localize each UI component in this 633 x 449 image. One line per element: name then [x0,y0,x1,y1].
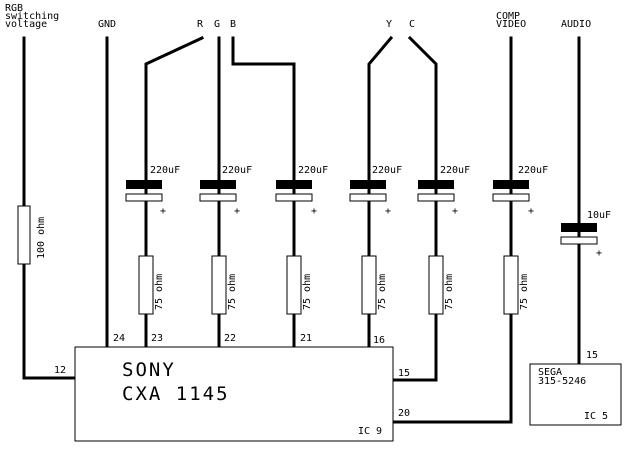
resistor-c-75ohm-label: 75 ohm [444,274,455,310]
comp-video-label-line1: COMP [496,11,520,22]
capacitor-audio-value: 10uF [587,210,611,221]
capacitor-r-plus: + [160,206,166,217]
wires [22,35,581,424]
y-label: Y [386,19,392,30]
ic9-ref: IC 9 [358,426,382,437]
rgb-switching-label-line1: RGB [5,3,23,14]
capacitor-audio-plus: + [596,248,602,259]
capacitor-audio: 10uF + [560,210,611,259]
capacitor-c-plus: + [452,206,458,217]
resistor-g-75ohm-label: 75 ohm [227,274,238,310]
capacitor-r-value: 220uF [150,165,180,176]
capacitor-c: 220uF + [417,165,470,217]
capacitor-b-plus: + [311,206,317,217]
resistor-r-75ohm-label: 75 ohm [154,274,165,310]
resistor-100ohm-label: 100 ohm [36,217,47,259]
capacitor-b-value: 220uF [298,165,328,176]
capacitor-b: 220uF + [275,165,328,217]
capacitor-g: 220uF + [199,165,252,217]
resistor-r-75ohm [138,255,154,315]
ic9-pin-24: 24 [113,333,125,344]
resistors: 100 ohm 75 ohm 75 ohm 75 ohm 75 ohm 75 o… [17,205,530,315]
capacitor-g-value: 220uF [222,165,252,176]
resistor-b-75ohm-label: 75 ohm [302,274,313,310]
resistor-b-75ohm [286,255,302,315]
c-label: C [409,19,415,30]
capacitor-comp-video-plus: + [528,206,534,217]
g-label: G [214,19,220,30]
wire-comp-video [391,36,513,424]
resistor-y-75ohm [361,255,377,315]
audio-label: AUDIO [561,19,591,30]
wire-y [367,35,394,349]
resistor-y-75ohm-label: 75 ohm [377,274,388,310]
capacitor-y-value: 220uF [372,165,402,176]
ic9-pin-16: 16 [373,335,385,346]
ic9-pin-12: 12 [54,365,66,376]
ic5-chip: SEGA 315-5246 IC 5 15 [529,350,622,426]
ic5-name-line2: 315-5246 [538,376,586,387]
ic5-name-line1: SEGA [538,367,562,378]
wire-c [391,35,438,382]
ic9-pin-23: 23 [151,333,163,344]
capacitor-comp-video: 220uF + [492,165,548,217]
wire-b [231,36,296,349]
capacitor-comp-video-value: 220uF [518,165,548,176]
resistor-100ohm [17,205,31,265]
ic5-pin-15: 15 [586,350,598,361]
ic9-pin-22: 22 [224,333,236,344]
ic9-name-line2: CXA 1145 [122,383,230,405]
rgb-switching-label-line2: switching [5,11,59,22]
resistor-comp-75ohm [503,255,519,315]
r-label: R [197,19,204,30]
signal-labels: RGB switching voltage GND R G B Y C COMP… [5,3,591,30]
resistor-g-75ohm [211,255,227,315]
wire-rgb-switching [22,36,77,380]
ic9-pin-21: 21 [300,333,312,344]
capacitor-c-value: 220uF [440,165,470,176]
capacitor-g-plus: + [234,206,240,217]
capacitor-y-plus: + [385,206,391,217]
gnd-label: GND [98,19,116,30]
ic9-pin-20: 20 [398,408,410,419]
rgb-switching-label-line3: voltage [5,19,47,30]
comp-video-label-line2: VIDEO [496,19,526,30]
capacitor-r: 220uF + [125,165,180,217]
wire-r [144,36,204,349]
ic9-pin-15: 15 [398,368,410,379]
ic9-name-line1: SONY [122,359,176,381]
ic9-chip: SONY CXA 1145 IC 9 12 24 23 22 21 16 15 … [54,333,410,442]
ic5-ref: IC 5 [584,411,608,422]
capacitor-y: 220uF + [349,165,402,217]
resistor-c-75ohm [428,255,444,315]
b-label: B [230,19,236,30]
resistor-comp-75ohm-label: 75 ohm [519,274,530,310]
capacitors: 220uF + 220uF + 220uF + 220uF + 220u [125,165,611,259]
